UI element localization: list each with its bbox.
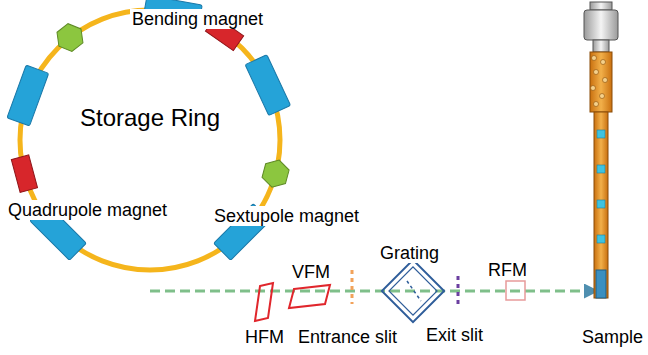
magnet-label: Quadrupole magnet bbox=[6, 200, 169, 220]
holder-dot bbox=[591, 86, 596, 91]
grating bbox=[382, 260, 444, 322]
ring-path bbox=[20, 10, 280, 270]
quadrupole-magnet bbox=[245, 55, 290, 116]
sextupole-magnet bbox=[51, 19, 88, 55]
holder-dot bbox=[603, 78, 608, 83]
holder-dot bbox=[592, 56, 597, 61]
magnet-label: Bending magnet bbox=[130, 9, 265, 29]
ring-title: Storage Ring bbox=[80, 104, 220, 132]
component-label: VFM bbox=[290, 262, 332, 282]
component-label: HFM bbox=[243, 327, 286, 347]
holder-dot bbox=[594, 70, 599, 75]
holder-window bbox=[597, 130, 605, 138]
hfm-mirror bbox=[255, 283, 273, 321]
component-label: Sample bbox=[580, 327, 645, 347]
ring-outline bbox=[5, 0, 295, 290]
quadrupole-magnet bbox=[7, 65, 49, 126]
holder-dot bbox=[601, 60, 606, 65]
holder-window bbox=[597, 235, 605, 243]
component-label: RFM bbox=[486, 260, 529, 280]
exit-slit bbox=[457, 276, 460, 304]
magnet-label: Sextupole magnet bbox=[212, 206, 361, 226]
sample-holder bbox=[584, 2, 618, 298]
bending-magnet bbox=[11, 155, 37, 193]
beam-path bbox=[150, 290, 596, 293]
vfm-mirror bbox=[289, 285, 330, 308]
component-label: Grating bbox=[378, 243, 441, 263]
holder-dot bbox=[600, 94, 605, 99]
holder-dot bbox=[594, 102, 599, 107]
storage-ring: Storage Ring bbox=[5, 0, 295, 290]
rfm-mirror bbox=[506, 281, 525, 300]
grating-surface bbox=[407, 281, 421, 301]
sextupole-magnet bbox=[260, 157, 291, 190]
entrance-slit bbox=[351, 270, 354, 304]
component-label: Entrance slit bbox=[296, 327, 399, 347]
sample-holder-details bbox=[591, 56, 608, 244]
holder-window bbox=[597, 165, 605, 173]
component-label: Exit slit bbox=[424, 325, 485, 345]
holder-window bbox=[597, 200, 605, 208]
